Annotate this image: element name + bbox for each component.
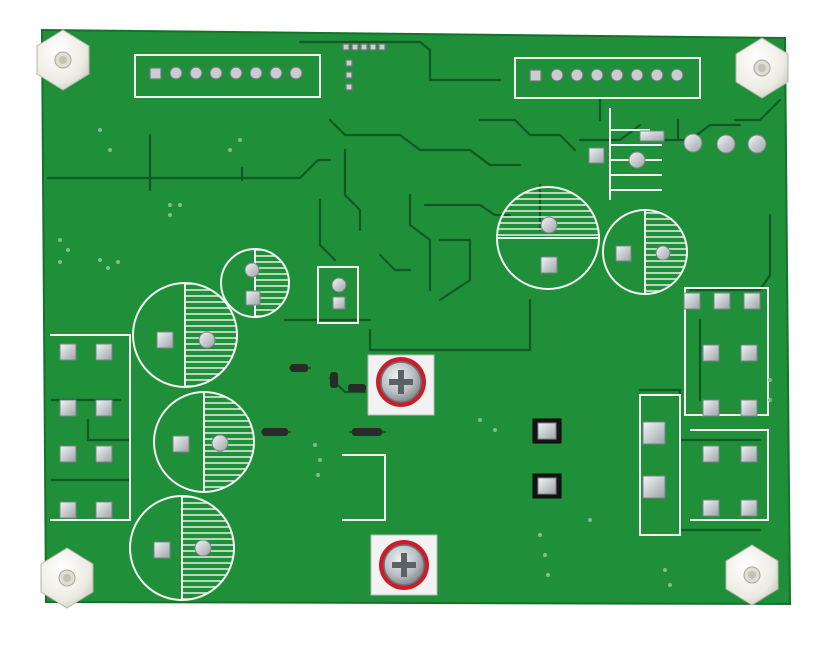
capacitor-footprint xyxy=(153,391,255,493)
smd-parts xyxy=(262,364,382,436)
capacitor-footprint xyxy=(220,248,290,318)
phillips-screw-icon xyxy=(367,354,435,416)
header-pins-right xyxy=(529,68,684,82)
solder-pads xyxy=(59,130,767,559)
connector-outline-right xyxy=(514,57,701,99)
regulator-outline xyxy=(317,266,359,324)
nylon-hex-standoff-icon xyxy=(735,37,789,99)
programming-header xyxy=(342,43,386,91)
pcb-board xyxy=(40,28,792,606)
connector-pins xyxy=(149,43,684,91)
connector-outline-left xyxy=(134,54,321,98)
nylon-hex-standoff-icon xyxy=(36,29,90,91)
copper-traces xyxy=(46,40,782,532)
phillips-screw-icon xyxy=(370,534,438,596)
nylon-hex-standoff-icon xyxy=(40,547,94,609)
vias xyxy=(58,128,772,587)
nylon-hex-standoff-icon xyxy=(725,544,779,606)
capacitor-footprint xyxy=(496,186,600,290)
header-pins-left xyxy=(149,66,303,80)
